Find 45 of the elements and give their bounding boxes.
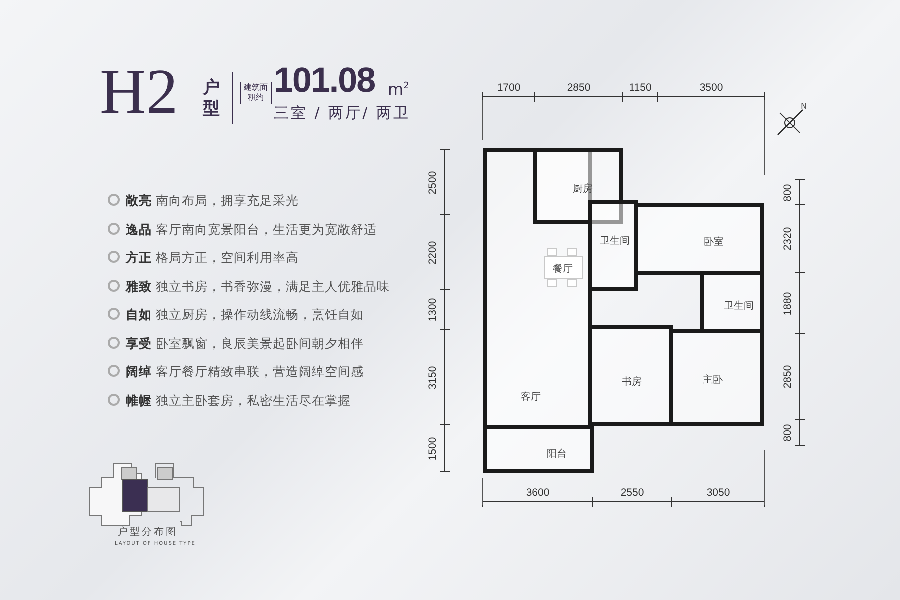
room-name: 卫生间	[600, 234, 630, 248]
room-name: 主卧	[703, 374, 723, 387]
room-count: 三室 / 两厅/ 两卫	[274, 104, 410, 123]
area-value: 101.08	[274, 60, 376, 102]
room-name: 卧室	[704, 236, 724, 249]
dimension-text: 1150	[629, 82, 652, 94]
dimension-text: 2320	[782, 227, 794, 251]
room	[533, 148, 623, 224]
room-name: 餐厅	[553, 262, 573, 276]
dimension-text: 2850	[782, 365, 794, 389]
dimension-text: 2550	[620, 487, 644, 499]
map-caption: 户型分布图	[118, 526, 178, 539]
room-name: 客厅	[521, 390, 541, 404]
area-unit: m$^{2}$	[388, 80, 410, 99]
dimension-text: 1880	[782, 292, 794, 316]
area-tag: 建筑面积约	[240, 82, 272, 104]
room	[588, 200, 638, 291]
feature-item: 敞亮 南向布局，拥享充足采光	[108, 193, 299, 210]
dimension-text: 1700	[497, 82, 521, 94]
unit-type-code: H2	[100, 60, 178, 124]
north-label: N	[801, 102, 807, 111]
room	[483, 425, 594, 473]
dimension-text: 3150	[427, 366, 439, 390]
dimension-text: 2200	[427, 240, 439, 264]
dimension-text: 2500	[427, 170, 439, 194]
feature-item: 享受 卧室飘窗，良辰美景起卧间朝夕相伴	[108, 336, 364, 352]
dimension-text: 800	[782, 424, 794, 442]
feature-item: 帷幄 独立主卧套房，私密生活尽在掌握	[108, 392, 351, 410]
dimension-text: 1500	[427, 436, 439, 460]
dimension-text: 3050	[706, 487, 730, 499]
dimension-text: 2850	[567, 82, 591, 94]
room-name: 阳台	[547, 448, 567, 461]
room-name: 卫生间	[724, 300, 754, 313]
room-name: 书房	[622, 376, 642, 389]
unit-type-caption: 户型	[203, 78, 221, 120]
room-name: 厨房	[573, 182, 593, 196]
dimension-text: 1300	[427, 298, 439, 322]
feature-item: 方正 格局方正，空间利用率高	[108, 250, 299, 267]
feature-item: 自如 独立厨房，操作动线流畅，烹饪自如	[108, 307, 364, 324]
feature-item: 阔绰 客厅餐厅精致串联，营造阔绰空间感	[108, 364, 364, 381]
feature-item: 逸品 客厅南向宽景阳台，生活更为宽敞舒适	[108, 222, 377, 238]
feature-item: 雅致 独立书房，书香弥漫，满足主人优雅品味	[108, 278, 390, 296]
dimension-text: 800	[782, 184, 794, 202]
dimension-text: 3500	[700, 82, 724, 94]
dimension-text: 3600	[526, 487, 550, 499]
